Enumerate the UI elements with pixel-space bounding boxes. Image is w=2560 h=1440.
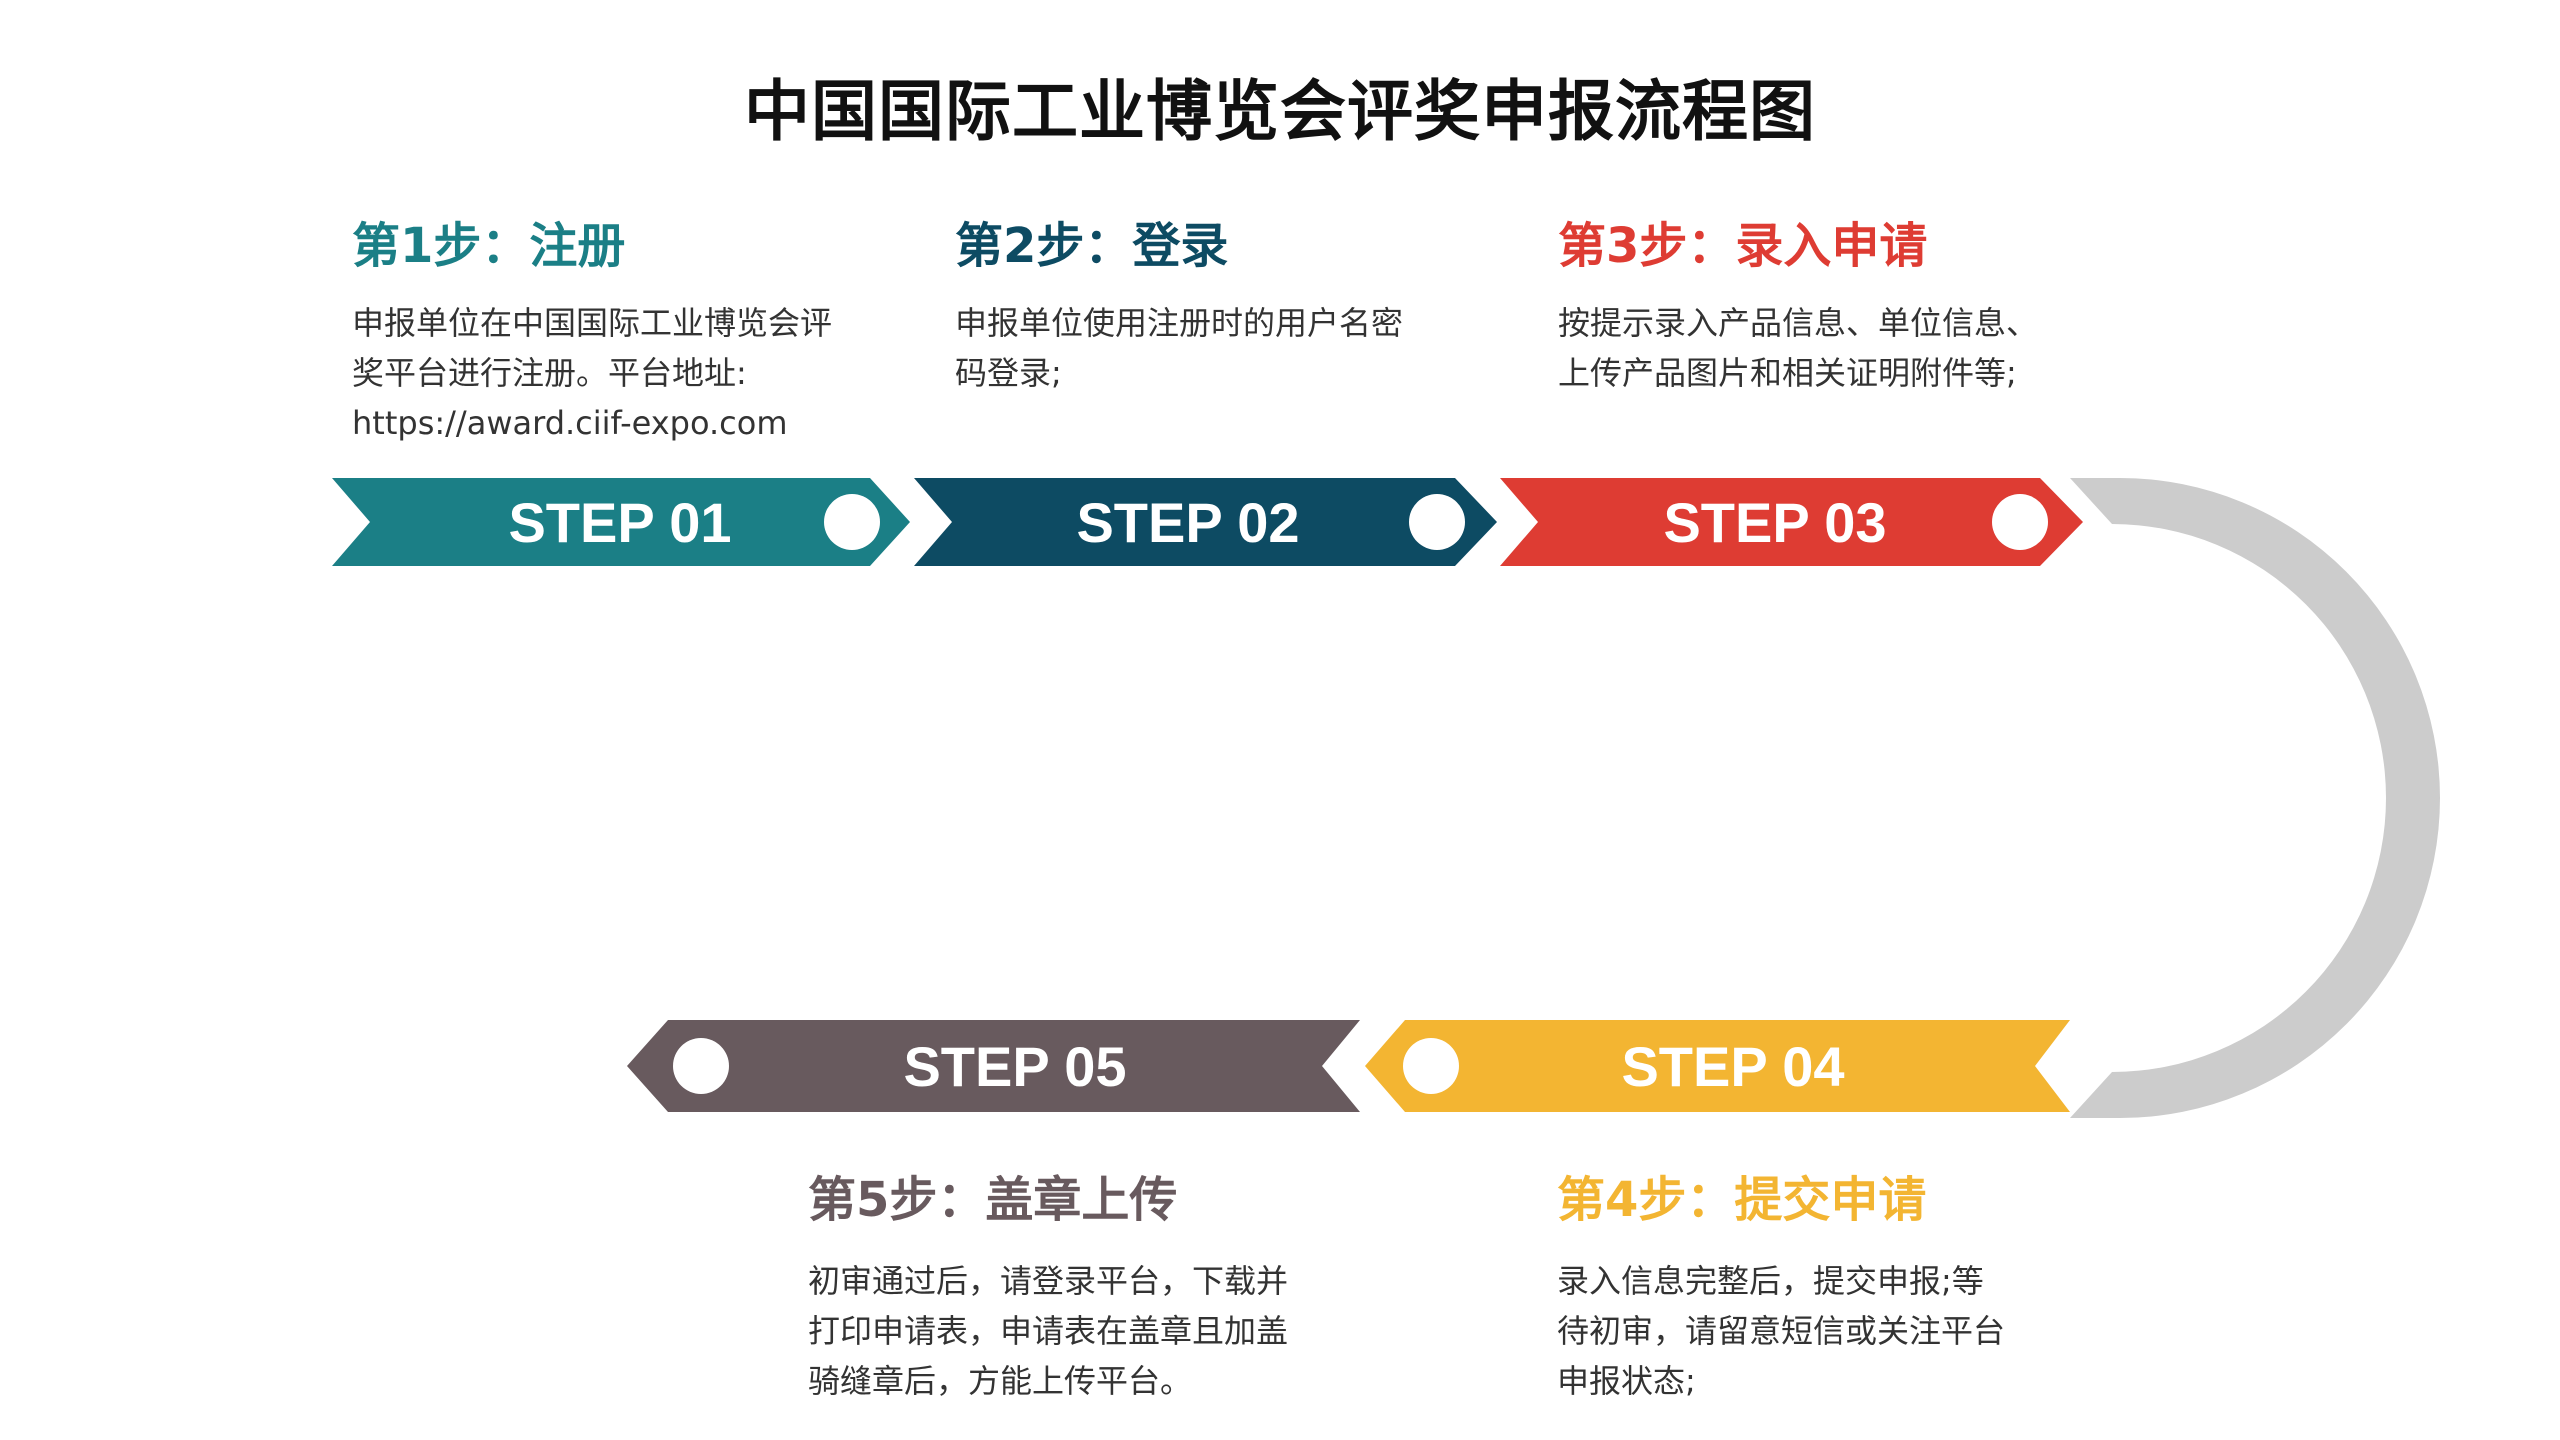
step-05-desc-line: 打印申请表，申请表在盖章且加盖 xyxy=(808,1312,1289,1350)
step-01-arrow-shape xyxy=(332,478,910,566)
step-05-dot xyxy=(673,1038,729,1094)
step-01-dot xyxy=(824,494,880,550)
step-03-arrow-shape xyxy=(1500,478,2083,566)
step-01-desc-line: https://award.ciif-expo.com xyxy=(352,404,788,442)
step-02-arrow: STEP 02 xyxy=(914,478,1497,566)
page-title: 中国国际工业博览会评奖申报流程图 xyxy=(744,73,1816,150)
step-05-description: 初审通过后，请登录平台，下载并 打印申请表，申请表在盖章且加盖 骑缝章后，方能上… xyxy=(808,1256,1288,1406)
step-01-heading: 第1步：注册 xyxy=(352,218,626,274)
step-04-desc-line: 录入信息完整后，提交申报;等 xyxy=(1557,1262,1984,1300)
step-02-description: 申报单位使用注册时的用户名密 码登录; xyxy=(955,298,1403,398)
step-04-arrow-shape xyxy=(1365,1020,2070,1112)
step-03-arrow: STEP 03 xyxy=(1500,478,2083,566)
step-02-dot xyxy=(1409,494,1465,550)
step-01-arrow: STEP 01 xyxy=(332,478,910,566)
step-03-dot xyxy=(1992,494,2048,550)
step-03-description: 按提示录入产品信息、单位信息、 上传产品图片和相关证明附件等; xyxy=(1558,298,2038,398)
step-05-heading: 第5步：盖章上传 xyxy=(808,1172,1178,1228)
step-02-heading: 第2步：登录 xyxy=(955,218,1229,274)
step-05-label: STEP 05 xyxy=(903,1035,1126,1098)
step-04-desc-line: 申报状态; xyxy=(1557,1362,1696,1400)
step-04-heading: 第4步：提交申请 xyxy=(1557,1172,1927,1228)
step-04-dot xyxy=(1403,1038,1459,1094)
connector-curve xyxy=(2070,478,2440,1118)
step-01-description: 申报单位在中国国际工业博览会评 奖平台进行注册。平台地址: https://aw… xyxy=(352,298,832,448)
step-03-heading: 第3步：录入申请 xyxy=(1558,218,1928,274)
step-02-desc-line: 码登录; xyxy=(955,354,1062,392)
step-01-desc-line: 申报单位在中国国际工业博览会评 xyxy=(352,304,833,342)
step-04-description: 录入信息完整后，提交申报;等 待初审，请留意短信或关注平台 申报状态; xyxy=(1557,1256,2005,1406)
step-03-label: STEP 03 xyxy=(1663,491,1886,554)
step-05-desc-line: 骑缝章后，方能上传平台。 xyxy=(808,1362,1193,1400)
step-04-desc-line: 待初审，请留意短信或关注平台 xyxy=(1557,1312,2006,1350)
step-03-desc-line: 按提示录入产品信息、单位信息、 xyxy=(1558,304,2039,342)
step-05-arrow-shape xyxy=(627,1020,1360,1112)
step-03-desc-line: 上传产品图片和相关证明附件等; xyxy=(1558,354,2017,392)
step-04-arrow: STEP 04 xyxy=(1365,1020,2070,1112)
step-01-desc-line: 奖平台进行注册。平台地址: xyxy=(352,354,747,392)
step-01-label: STEP 01 xyxy=(508,491,731,554)
step-02-desc-line: 申报单位使用注册时的用户名密 xyxy=(955,304,1404,342)
step-02-arrow-shape xyxy=(914,478,1497,566)
step-05-desc-line: 初审通过后，请登录平台，下载并 xyxy=(808,1262,1289,1300)
step-04-label: STEP 04 xyxy=(1621,1035,1844,1098)
step-05-arrow: STEP 05 xyxy=(627,1020,1360,1112)
step-02-label: STEP 02 xyxy=(1076,491,1299,554)
